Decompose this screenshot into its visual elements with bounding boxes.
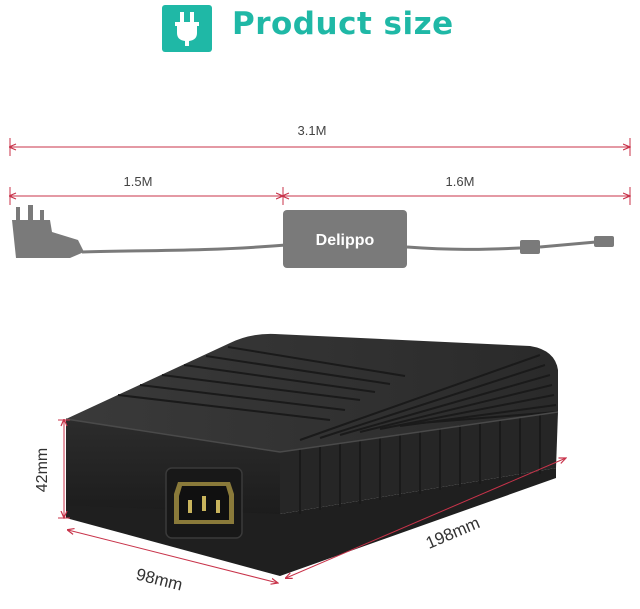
height-label: 42mm: [34, 448, 51, 492]
plug-icon: [162, 5, 212, 52]
segment-dimensions: 1.5M 1.6M: [10, 174, 630, 205]
cable-diagram: Delippo: [12, 205, 614, 268]
header: Product size: [0, 0, 640, 56]
page-title: Product size: [232, 6, 454, 42]
power-brick: [65, 333, 559, 576]
total-length-dimension: 3.1M: [10, 123, 630, 156]
width-label: 98mm: [134, 565, 184, 595]
heat-ribs: [117, 346, 558, 441]
height-dimension: 42mm: [34, 420, 70, 518]
brand-label: Delippo: [316, 232, 375, 249]
segment-right-label: 1.6M: [446, 174, 475, 189]
total-length-label: 3.1M: [298, 123, 327, 138]
power-socket: [165, 467, 243, 539]
segment-left-label: 1.5M: [124, 174, 153, 189]
wall-plug: [12, 205, 84, 258]
